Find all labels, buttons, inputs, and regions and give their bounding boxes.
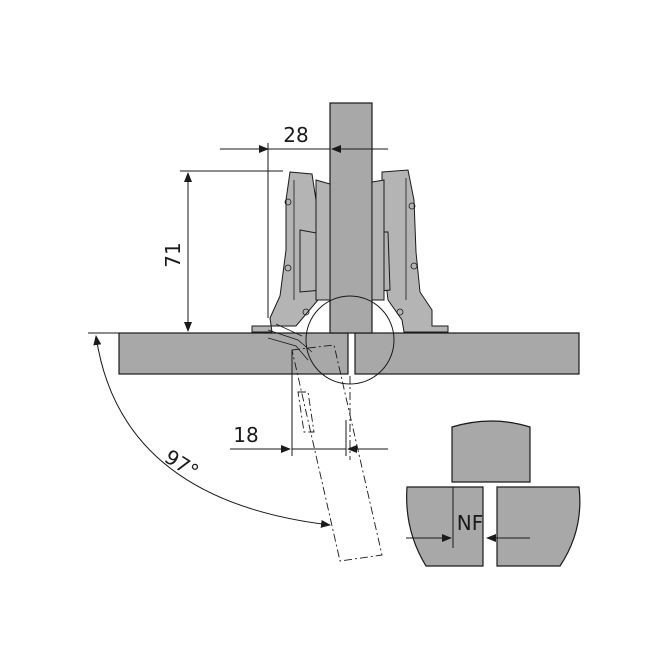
left-panel bbox=[118, 332, 349, 375]
dimension-28: 28 bbox=[220, 123, 388, 318]
nf-label: NF bbox=[457, 511, 483, 535]
dimension-71-label: 71 bbox=[161, 242, 185, 267]
opened-door bbox=[291, 344, 383, 562]
nf-detail: NF bbox=[406, 420, 581, 567]
angle-97-label: 97° bbox=[160, 444, 203, 483]
dimension-71: 71 bbox=[161, 170, 283, 332]
center-post bbox=[329, 102, 373, 334]
dimension-18-label: 18 bbox=[233, 423, 258, 447]
right-panel bbox=[354, 332, 580, 375]
dimension-28-label: 28 bbox=[283, 123, 308, 147]
nf-right-block bbox=[496, 486, 581, 567]
nf-top-block bbox=[451, 420, 531, 483]
left-hinge bbox=[251, 171, 331, 333]
right-hinge bbox=[371, 169, 449, 333]
nf-left-block bbox=[406, 486, 484, 567]
